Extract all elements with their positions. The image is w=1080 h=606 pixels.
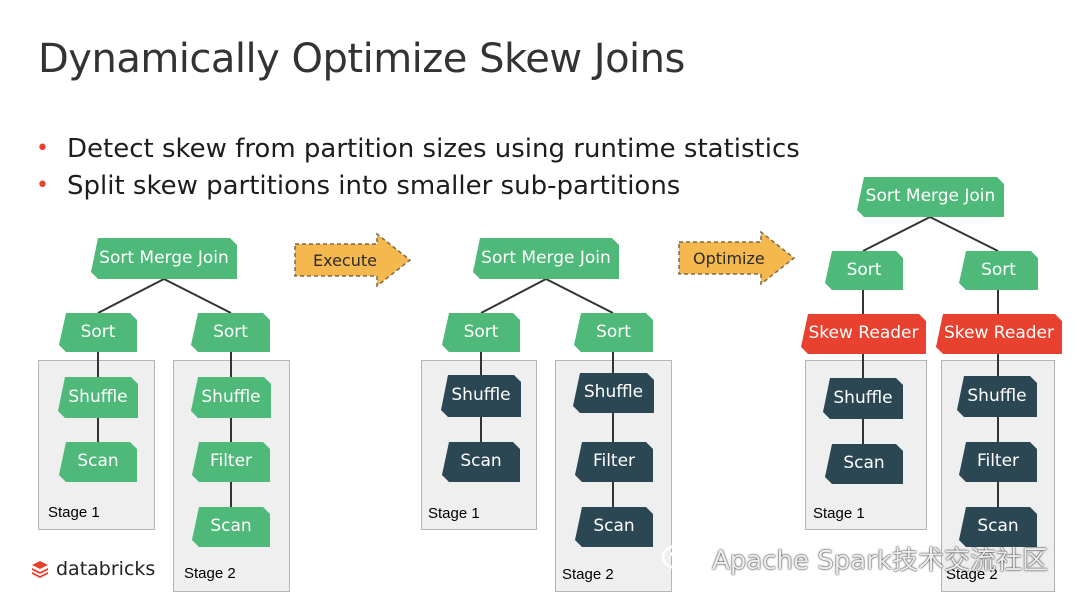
stage-label: Stage 2 xyxy=(946,566,998,583)
node-label: Sort xyxy=(846,259,882,280)
logo-text: databricks xyxy=(56,558,156,580)
node-label: Scan xyxy=(593,516,635,536)
node-label: Filter xyxy=(976,451,1020,471)
arrow-label: Execute xyxy=(313,250,377,270)
node-label: Filter xyxy=(592,451,636,471)
node-label: Scan xyxy=(977,516,1019,536)
node-label: Shuffle xyxy=(201,386,261,407)
sort-merge-join-node: Sort Merge Join xyxy=(473,238,619,279)
node-label: Sort Merge Join xyxy=(865,186,996,206)
bullet-item: • Detect skew from partition sizes using… xyxy=(36,130,800,167)
shuffle-node: Shuffle xyxy=(58,377,138,418)
watermark: Apache Spark技术交流社区 xyxy=(660,540,1048,577)
scan-node: Scan xyxy=(192,507,270,547)
node-label: Shuffle xyxy=(451,385,511,405)
node-label: Scan xyxy=(210,516,252,536)
node-label: Shuffle xyxy=(833,387,893,408)
shuffle-node: Shuffle xyxy=(957,376,1037,417)
sort-merge-join-node: Sort Merge Join xyxy=(91,238,237,279)
sort-node: Sort xyxy=(825,251,903,290)
bullet-dot-icon: • xyxy=(36,136,49,161)
arrow-label: Optimize xyxy=(693,248,765,268)
bullet-text: Detect skew from partition sizes using r… xyxy=(67,133,800,164)
node-label: Scan xyxy=(843,453,885,473)
filter-node: Filter xyxy=(192,442,270,482)
node-label: Sort xyxy=(80,321,116,342)
skew-reader-node: Skew Reader xyxy=(801,314,926,354)
node-label: Scan xyxy=(460,451,502,471)
scan-node: Scan xyxy=(59,442,137,482)
shuffle-node: Shuffle xyxy=(441,375,521,417)
node-label: Sort Merge Join xyxy=(99,247,229,268)
stage-label: Stage 2 xyxy=(184,565,236,582)
scan-node: Scan xyxy=(959,507,1037,547)
stage-label: Stage 2 xyxy=(562,566,614,583)
stage-label: Stage 1 xyxy=(428,505,480,522)
stage-label: Stage 1 xyxy=(48,504,100,521)
node-label: Sort xyxy=(981,259,1016,280)
scan-node: Scan xyxy=(442,442,520,482)
bullet-dot-icon: • xyxy=(36,173,49,198)
slide-title: Dynamically Optimize Skew Joins xyxy=(38,36,685,82)
node-label: Shuffle xyxy=(583,382,644,402)
filter-node: Filter xyxy=(575,442,653,482)
sort-node: Sort xyxy=(442,313,520,352)
databricks-logo: databricks xyxy=(30,558,155,580)
node-label: Shuffle xyxy=(967,385,1027,406)
databricks-stack-icon xyxy=(32,561,48,578)
shuffle-node: Shuffle xyxy=(823,378,903,419)
node-label: Sort xyxy=(463,321,499,342)
node-label: Sort Merge Join xyxy=(481,247,611,268)
skew-reader-node: Skew Reader xyxy=(936,314,1062,354)
bullet-list: • Detect skew from partition sizes using… xyxy=(36,130,800,204)
node-label: Scan xyxy=(77,451,119,471)
stage-label: Stage 1 xyxy=(813,505,865,522)
watermark-text: Apache Spark技术交流社区 xyxy=(712,546,1048,576)
scan-node: Scan xyxy=(575,507,653,547)
sort-node: Sort xyxy=(191,313,270,352)
shuffle-node: Shuffle xyxy=(573,373,654,413)
node-label: Sort xyxy=(596,321,631,342)
shuffle-node: Shuffle xyxy=(191,377,271,418)
scan-node: Scan xyxy=(825,444,903,484)
dashed-arrow-icon xyxy=(678,230,796,286)
node-label: Sort xyxy=(213,321,248,342)
bullet-item: • Split skew partitions into smaller sub… xyxy=(36,167,800,204)
sort-node: Sort xyxy=(959,251,1038,290)
node-label: Shuffle xyxy=(68,386,128,407)
execute-arrow: Execute xyxy=(293,232,413,288)
sort-node: Sort xyxy=(59,313,137,352)
bullet-text: Split skew partitions into smaller sub-p… xyxy=(67,170,681,201)
optimize-arrow: Optimize xyxy=(677,230,797,286)
node-label: Skew Reader xyxy=(944,323,1054,343)
sort-merge-join-node: Sort Merge Join xyxy=(857,177,1004,217)
node-label: Skew Reader xyxy=(808,323,919,343)
dashed-arrow-icon xyxy=(294,232,412,288)
wechat-icon xyxy=(661,544,704,573)
sort-node: Sort xyxy=(574,313,653,352)
filter-node: Filter xyxy=(959,442,1037,482)
node-label: Filter xyxy=(209,451,253,471)
